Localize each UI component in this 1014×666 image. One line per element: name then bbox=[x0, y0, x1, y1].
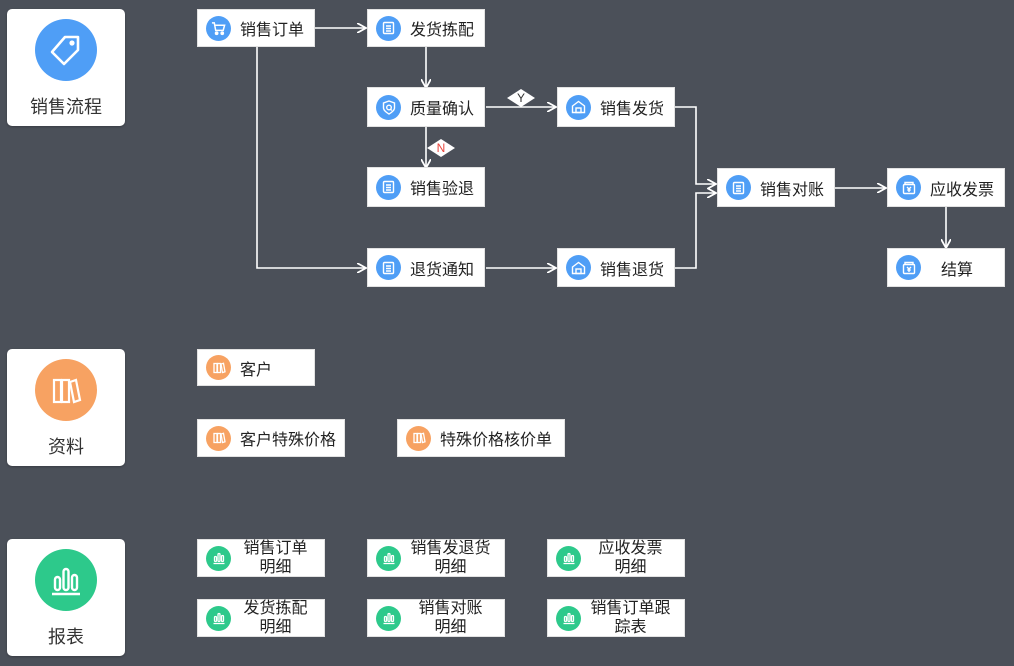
document-icon bbox=[376, 15, 401, 41]
yen-wallet-icon bbox=[896, 175, 921, 200]
node-quality-confirm[interactable]: 质量确认 bbox=[367, 87, 485, 127]
node-delivery-picking[interactable]: 发货拣配 bbox=[367, 9, 485, 47]
node-sales-order[interactable]: 销售订单 bbox=[197, 9, 315, 47]
node-sales-return[interactable]: 销售退货 bbox=[557, 248, 675, 287]
node-receivable-invoice[interactable]: 应收发票 bbox=[887, 168, 1005, 207]
node-report-delivery-picking-detail[interactable]: 发货拣配 明细 bbox=[197, 599, 325, 637]
cart-icon bbox=[206, 15, 231, 41]
yen-wallet-icon bbox=[896, 255, 921, 280]
node-settlement[interactable]: 结算 bbox=[887, 248, 1005, 287]
price-tag-icon bbox=[35, 19, 97, 81]
bar-chart-icon bbox=[35, 549, 97, 611]
document-icon bbox=[376, 174, 401, 200]
node-report-receivable-invoice-detail[interactable]: 应收发票 明细 bbox=[547, 539, 685, 577]
node-sales-reconciliation[interactable]: 销售对账 bbox=[717, 168, 835, 207]
node-customer[interactable]: 客户 bbox=[197, 349, 315, 386]
bar-chart-icon bbox=[376, 605, 401, 631]
category-reports[interactable]: 报表 bbox=[7, 539, 125, 656]
no-branch-badge: N bbox=[427, 139, 455, 157]
books-icon bbox=[206, 425, 231, 451]
bar-chart-icon bbox=[206, 545, 231, 571]
document-icon bbox=[376, 255, 401, 280]
books-icon bbox=[406, 425, 431, 451]
bar-chart-icon bbox=[556, 545, 581, 571]
yes-branch-badge: Y bbox=[507, 89, 535, 107]
node-sales-inspection-return[interactable]: 销售验退 bbox=[367, 167, 485, 207]
books-icon bbox=[35, 359, 97, 421]
node-return-notice[interactable]: 退货通知 bbox=[367, 248, 485, 287]
shield-q-icon bbox=[376, 94, 401, 120]
warehouse-icon bbox=[566, 94, 591, 120]
bar-chart-icon bbox=[206, 605, 231, 631]
node-report-sales-order-tracking[interactable]: 销售订单跟 踪表 bbox=[547, 599, 685, 637]
node-report-sales-reconciliation-detail[interactable]: 销售对账 明细 bbox=[367, 599, 505, 637]
node-special-price-review[interactable]: 特殊价格核价单 bbox=[397, 419, 565, 457]
category-master-data[interactable]: 资料 bbox=[7, 349, 125, 466]
bar-chart-icon bbox=[556, 605, 581, 631]
node-sales-delivery[interactable]: 销售发货 bbox=[557, 87, 675, 127]
books-icon bbox=[206, 355, 231, 380]
node-report-sales-order-detail[interactable]: 销售订单 明细 bbox=[197, 539, 325, 577]
warehouse-icon bbox=[566, 255, 591, 280]
category-label: 资料 bbox=[48, 437, 84, 457]
category-label: 报表 bbox=[48, 627, 84, 647]
node-report-sales-delivery-return-detail[interactable]: 销售发退货 明细 bbox=[367, 539, 505, 577]
category-sales-flow[interactable]: 销售流程 bbox=[7, 9, 125, 126]
bar-chart-icon bbox=[376, 545, 401, 571]
node-customer-special-price[interactable]: 客户特殊价格 bbox=[197, 419, 345, 457]
document-icon bbox=[726, 175, 751, 200]
category-label: 销售流程 bbox=[30, 97, 102, 117]
